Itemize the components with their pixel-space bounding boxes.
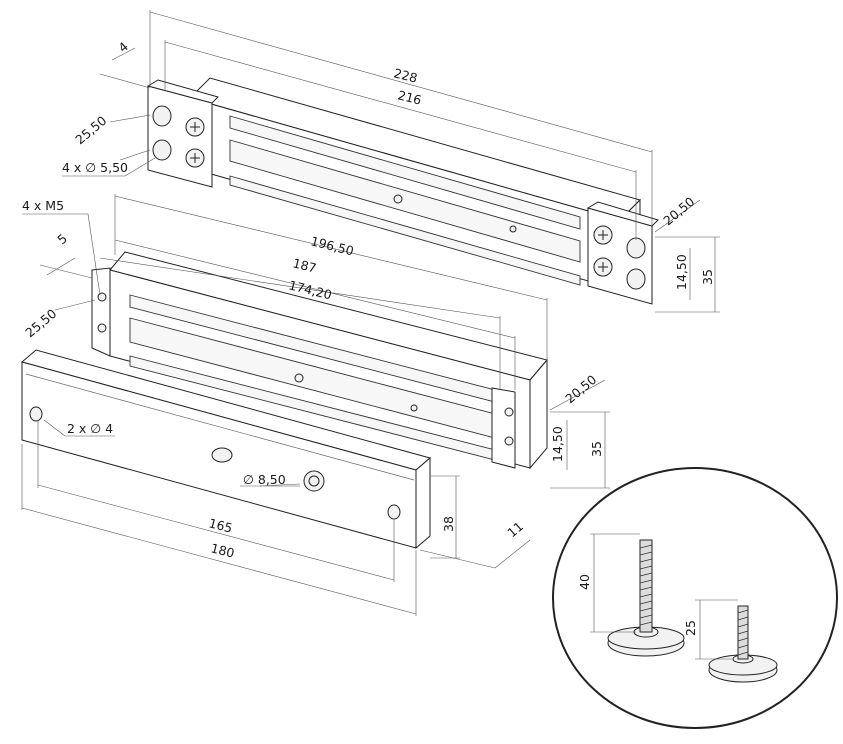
label-14-50-top: 14,50: [674, 254, 689, 290]
label-holes: 4 x ∅ 5,50: [62, 160, 128, 175]
label-m5: 4 x M5: [22, 198, 64, 213]
label-40: 40: [577, 574, 592, 590]
label-196-50: 196,50: [309, 233, 355, 258]
label-38: 38: [441, 516, 456, 532]
label-center-hole: ∅ 8,50: [243, 472, 286, 487]
top-maglock: [189, 77, 641, 292]
top-right-bracket: [586, 201, 659, 305]
label-20-50-top: 20,50: [660, 194, 697, 229]
label-5: 5: [54, 231, 70, 248]
armature-plate: [20, 349, 432, 550]
middle-dimensions: [22, 194, 610, 489]
top-dimensions: [62, 10, 720, 313]
label-187: 187: [291, 255, 318, 275]
bolt-detail: [552, 467, 838, 729]
bolt-25-thread: [737, 609, 749, 656]
label-165: 165: [207, 515, 234, 535]
label-180: 180: [209, 540, 236, 560]
label-25: 25: [683, 620, 698, 636]
bolt-40-thread: [639, 544, 653, 626]
label-14-50-mid: 14,50: [550, 426, 565, 462]
label-25-50-top: 25,50: [72, 113, 109, 148]
top-left-bracket: [146, 79, 219, 188]
label-216: 216: [396, 87, 423, 107]
plate-dimensions: [21, 419, 531, 616]
label-4: 4: [115, 39, 131, 56]
label-pins: 2 x ∅ 4: [67, 421, 113, 436]
label-11: 11: [504, 519, 526, 541]
label-35-top: 35: [700, 269, 715, 285]
label-35-mid: 35: [589, 441, 604, 457]
label-25-50-mid: 25,50: [22, 306, 59, 341]
middle-maglock: [91, 251, 548, 470]
label-228: 228: [392, 65, 419, 85]
label-20-50-mid: 20,50: [562, 372, 599, 407]
